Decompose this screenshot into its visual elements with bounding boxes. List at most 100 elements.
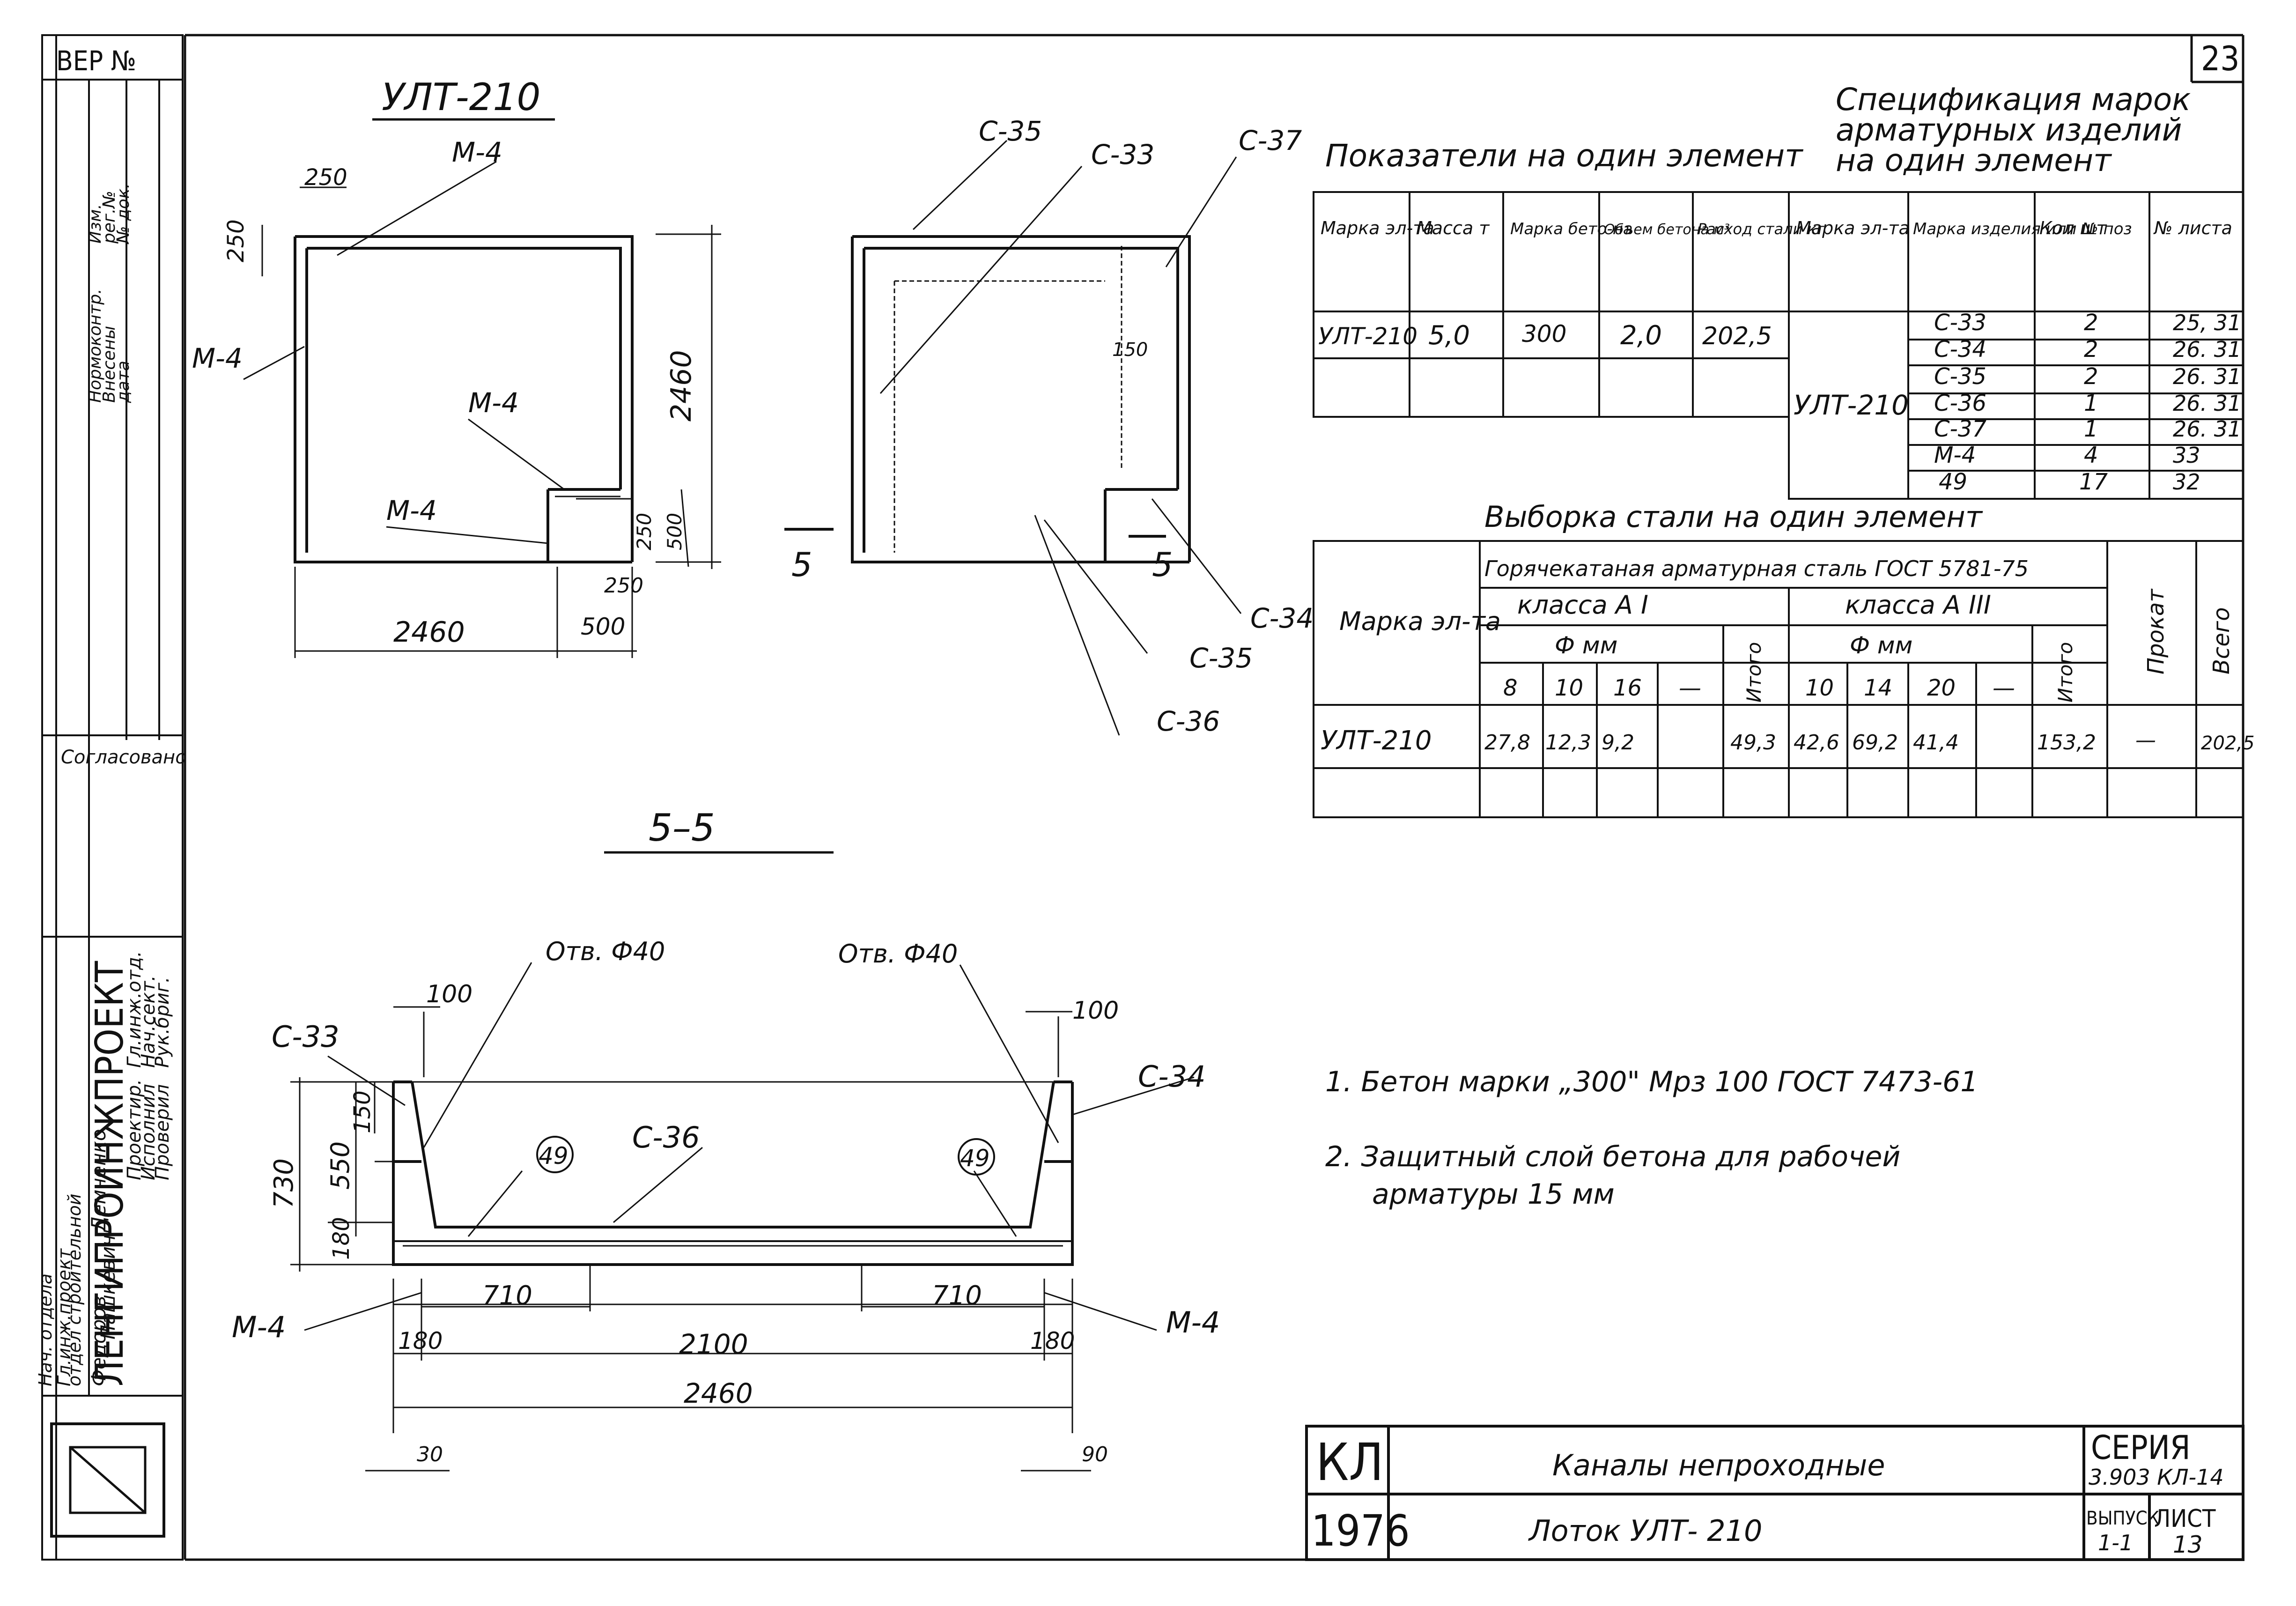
- spec-element: УЛТ-210: [1794, 389, 1909, 421]
- spec-item: С-37: [1934, 416, 1986, 442]
- plan-m4-leaders: [386, 418, 565, 544]
- steel-cell: 41,4: [1913, 731, 1959, 755]
- plan-title: УЛТ-210: [382, 75, 540, 119]
- ind-v-volume: 2,0: [1620, 320, 1662, 351]
- steel-title: Выборка стали на один элемент: [1484, 500, 1983, 534]
- dim-2460-v: 2460: [665, 350, 698, 422]
- spec-table-grid: [1788, 191, 2244, 500]
- spec-qty: 4: [2084, 442, 2098, 468]
- plan-right-leaders: [879, 140, 1242, 736]
- section-m4-left: М-4: [232, 1310, 286, 1344]
- label-c34-plan: С-34: [1250, 602, 1314, 634]
- section-dim-100-right: 100: [1072, 997, 1119, 1025]
- steel-row: УЛТ-210 27,8 12,3 9,2 49,3 42,6 69,2 41,…: [1321, 725, 2255, 756]
- steel-cell: УЛТ-210: [1321, 725, 1432, 756]
- dim-500-v: 500: [663, 513, 686, 550]
- section-label-c34: С-34: [1138, 1059, 1206, 1094]
- section-dim-150: 150: [349, 1090, 376, 1133]
- steel-itogo-a1: Итого: [1742, 642, 1765, 703]
- steel-d-a1: —: [1679, 675, 1701, 701]
- spec-title-2: арматурных изделий: [1836, 112, 2182, 148]
- section-dim-730: 730: [269, 1158, 299, 1208]
- tb-title: Каналы непроходные: [1552, 1448, 1885, 1482]
- steel-d-a1: 16: [1613, 675, 1642, 701]
- note-2-cont: арматуры 15 мм: [1372, 1178, 1615, 1211]
- label-c37: С-37: [1239, 125, 1302, 156]
- pos-49-right: 49: [960, 1145, 990, 1172]
- spec-qty: 17: [2079, 469, 2108, 495]
- ind-h-mass: Масса т: [1417, 218, 1490, 238]
- section-marks: [784, 528, 1166, 538]
- section-dim-180-left: 180: [398, 1327, 443, 1354]
- spec-sheet: 32: [2173, 469, 2200, 495]
- section-dim-550: 550: [325, 1141, 355, 1190]
- steel-phi-a3: Ф мм: [1850, 632, 1912, 659]
- data-label: дата: [114, 361, 133, 403]
- section-dim-90: 90: [1082, 1443, 1108, 1466]
- section-dim-180-v: 180: [328, 1217, 354, 1260]
- section-dim-710-right: 710: [932, 1280, 982, 1311]
- tb-kl: КЛ: [1316, 1432, 1384, 1492]
- ind-h-mark: Марка эл-та: [1321, 218, 1434, 238]
- section-title: 5–5: [649, 806, 715, 850]
- spec-item: С-34: [1934, 336, 1986, 363]
- spec-item: С-35: [1934, 363, 1986, 390]
- spec-item: С-36: [1934, 390, 1986, 416]
- ind-v-steel: 202,5: [1702, 322, 1772, 350]
- spec-h-qty: Кол шт: [2039, 218, 2107, 238]
- steel-itogo-a3: Итого: [2054, 642, 2077, 703]
- dim-2460-h: 2460: [393, 616, 465, 649]
- section-dims: [290, 1006, 1091, 1472]
- left-strip: [41, 34, 184, 1561]
- spec-qty: 2: [2084, 363, 2098, 390]
- steel-diameters: 8 10 16 — 10 14 20 —: [1503, 675, 2015, 701]
- pos-circle-left: [536, 1136, 574, 1173]
- steel-group: Горячекатаная арматурная сталь ГОСТ 5781…: [1484, 556, 2029, 581]
- dim-250-bottom: 250: [604, 574, 643, 598]
- section-label-c33: С-33: [272, 1020, 340, 1054]
- spec-title-1: Спецификация марок: [1836, 81, 2191, 118]
- steel-cell: 49,3: [1730, 731, 1776, 755]
- pos-circle-right: [958, 1138, 995, 1176]
- steel-table-grid: [1313, 540, 2244, 818]
- spec-sheet: 26. 31: [2173, 337, 2241, 362]
- section-m4-right: М-4: [1166, 1305, 1220, 1340]
- label-c36-plan: С-36: [1157, 705, 1220, 737]
- tb-seria-label: СЕРИЯ: [2091, 1428, 2191, 1467]
- spec-sheet: 26. 31: [2173, 416, 2241, 442]
- steel-cell: 27,8: [1484, 731, 1530, 755]
- spec-h-sheet: № листа: [2153, 218, 2232, 238]
- steel-prokat: Прокат: [2143, 588, 2169, 674]
- ind-h-volume: Объем бетона м³: [1604, 222, 1730, 238]
- role-1: Гл.инж.отд.: [124, 951, 145, 1068]
- label-c33-plan: С-33: [1091, 139, 1154, 170]
- title-block-grid: [1305, 1425, 2244, 1561]
- spec-item: С-33: [1934, 310, 1986, 336]
- section-dim-30: 30: [417, 1443, 443, 1466]
- steel-d-a1: 8: [1503, 675, 1518, 701]
- steel-d-a3: 14: [1864, 675, 1892, 701]
- ind-h-steel: Расход стали кг: [1698, 220, 1824, 238]
- spec-title-3: на один элемент: [1836, 142, 2112, 178]
- ind-v-mass: 5,0: [1428, 320, 1470, 351]
- role-2: Нач.сект.: [138, 975, 159, 1068]
- dim-250-side: 250: [223, 219, 249, 262]
- dim-500-h: 500: [581, 613, 625, 640]
- indicators-title: Показатели на один элемент: [1325, 138, 1804, 174]
- section-dim-2100: 2100: [679, 1328, 748, 1360]
- steel-cell: —: [2135, 728, 2156, 752]
- role-6: Проверил: [152, 1084, 173, 1180]
- section-dim-2460: 2460: [684, 1377, 753, 1409]
- section-mark-right: 5: [1152, 546, 1173, 584]
- plan-m4-top: М-4: [452, 136, 502, 168]
- label-c35-bot: С-35: [1189, 642, 1253, 674]
- section-leaders: [304, 962, 1195, 1331]
- spec-h-mark: Марка эл-та: [1796, 218, 1910, 238]
- steel-d-a3: —: [1993, 675, 2015, 701]
- steel-class-a1: класса А I: [1517, 590, 1648, 620]
- steel-cell: 12,3: [1545, 731, 1591, 755]
- spec-item: 49: [1939, 469, 1967, 495]
- section-outline: [392, 1081, 1074, 1266]
- ref-label: ВЕР №: [56, 45, 136, 77]
